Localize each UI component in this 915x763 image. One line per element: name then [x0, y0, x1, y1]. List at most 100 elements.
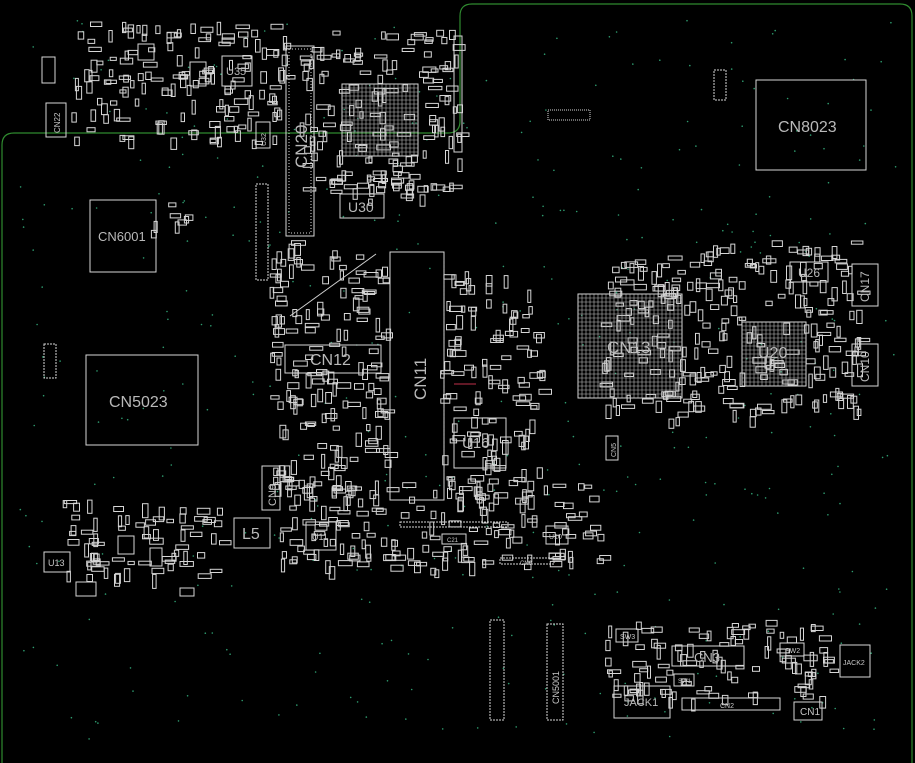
passive-part: [317, 308, 325, 315]
passive-part: [89, 75, 100, 82]
via: [373, 219, 376, 222]
via: [750, 246, 753, 248]
passive-part: [700, 253, 705, 263]
passive-part: [623, 685, 629, 696]
passive-part: [416, 505, 425, 512]
passive-part: [391, 554, 407, 561]
passive-part: [80, 529, 94, 535]
via: [550, 619, 552, 622]
passive-part: [434, 569, 440, 579]
via: [415, 122, 417, 124]
passive-part: [388, 158, 399, 165]
via: [170, 464, 173, 466]
via: [181, 153, 184, 156]
via: [817, 672, 819, 675]
via: [582, 344, 584, 346]
via: [798, 241, 800, 244]
passive-part: [620, 261, 627, 270]
passive-part: [521, 441, 526, 451]
passive-part: [357, 182, 369, 189]
via: [425, 475, 427, 478]
passive-part: [343, 496, 348, 512]
via: [754, 241, 756, 243]
passive-part: [802, 693, 814, 700]
via: [429, 267, 431, 270]
passive-part: [119, 134, 126, 142]
via: [161, 475, 164, 477]
passive-part: [846, 293, 854, 302]
passive-part: [486, 299, 492, 309]
passive-part: [452, 435, 466, 442]
via: [827, 181, 830, 184]
vertical-header: [255, 183, 269, 281]
passive-part: [854, 338, 861, 348]
passive-part: [66, 570, 71, 583]
passive-part: [358, 308, 371, 315]
passive-part: [726, 385, 738, 390]
passive-part: [180, 529, 186, 542]
passive-part: [311, 152, 318, 162]
passive-part: [377, 74, 384, 84]
switch-sw2: SW2: [779, 642, 805, 657]
passive-part: [683, 398, 693, 404]
passive-part: [331, 256, 341, 262]
via: [620, 445, 622, 447]
passive-part: [400, 512, 410, 519]
passive-part: [621, 404, 636, 409]
via: [794, 150, 796, 152]
passive-part: [425, 37, 434, 42]
passive-part: [829, 391, 844, 398]
passive-part: [488, 502, 495, 512]
via: [768, 196, 771, 198]
passive-part: [294, 369, 299, 379]
passive-part: [357, 498, 364, 508]
passive-part: [393, 171, 402, 176]
via: [515, 726, 517, 728]
passive-part: [432, 184, 446, 191]
passive-part: [488, 375, 493, 390]
passive-part: [381, 332, 393, 339]
passive-part: [405, 189, 413, 202]
passive-part: [785, 655, 792, 670]
jack-jack2: JACK2: [839, 644, 871, 678]
passive-part: [519, 393, 532, 401]
passive-part: [482, 433, 488, 447]
via: [746, 358, 748, 360]
via: [314, 671, 317, 673]
via: [885, 588, 888, 590]
passive-part: [734, 639, 744, 645]
passive-part: [757, 403, 772, 410]
passive-part: [819, 647, 829, 654]
via: [100, 69, 102, 71]
via: [654, 697, 656, 699]
via: [704, 481, 707, 484]
via: [737, 417, 740, 419]
passive-part: [423, 77, 435, 84]
via: [425, 454, 427, 456]
passive-part: [567, 516, 583, 521]
via: [296, 704, 298, 706]
passive-part: [578, 511, 588, 518]
passive-part: [143, 526, 150, 539]
via: [532, 576, 534, 579]
passive-part: [430, 567, 437, 576]
passive-part: [89, 553, 95, 562]
passive-part: [703, 260, 713, 266]
via: [126, 418, 129, 421]
passive-part: [795, 294, 802, 309]
via: [166, 112, 168, 114]
passive-part: [634, 259, 647, 265]
passive-part: [221, 33, 235, 40]
via: [858, 159, 861, 161]
passive-part: [166, 518, 174, 524]
via: [786, 97, 789, 100]
passive-part: [430, 510, 437, 520]
passive-part: [432, 78, 443, 84]
passive-part: [452, 106, 457, 114]
passive-part: [238, 31, 249, 38]
via: [181, 136, 184, 139]
passive-part: [765, 300, 773, 307]
passive-part: [86, 127, 96, 133]
passive-part: [224, 116, 235, 122]
passive-part: [690, 393, 700, 401]
